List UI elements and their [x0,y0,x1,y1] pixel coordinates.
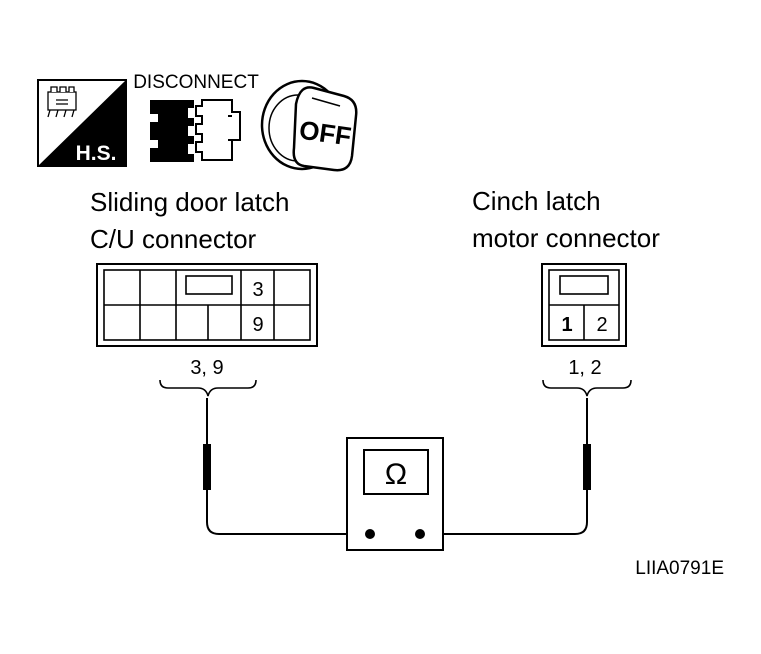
disconnect-icon-text: DISCONNECT [133,72,259,93]
left-probe-label: 3, 9 [190,357,223,379]
ignition-key-icon: OFF [260,79,358,172]
left-pin-bottom: 9 [252,314,263,336]
ohmmeter: Ω [346,437,444,551]
left-connector-title-line2: C/U connector [90,224,257,254]
right-connector-title-line1: Cinch latch [472,186,601,216]
right-pin-left: 1 [561,314,572,336]
ignition-off-text: OFF [297,115,353,152]
right-connector-title-line2: motor connector [472,223,660,253]
left-brace [159,379,257,397]
cinch-latch-motor-connector: 1 2 [541,263,627,347]
sliding-door-latch-connector: 3 9 [96,263,318,347]
left-test-probe [203,398,370,535]
right-probe-label: 1, 2 [568,357,601,379]
right-pin-right: 2 [596,314,607,336]
right-test-probe [420,398,591,535]
meter-terminal-right [415,529,425,539]
hand-on-connector-icon: H.S. [37,79,127,167]
disconnect-connector-icon: DISCONNECT [133,72,259,162]
ohm-symbol: Ω [385,458,407,491]
left-pin-top: 3 [252,279,263,301]
meter-terminal-left [365,529,375,539]
hs-icon-text: H.S. [76,142,117,165]
left-connector-title-line1: Sliding door latch [90,187,289,217]
right-brace [542,379,632,397]
figure-code: LIIA0791E [635,558,724,579]
